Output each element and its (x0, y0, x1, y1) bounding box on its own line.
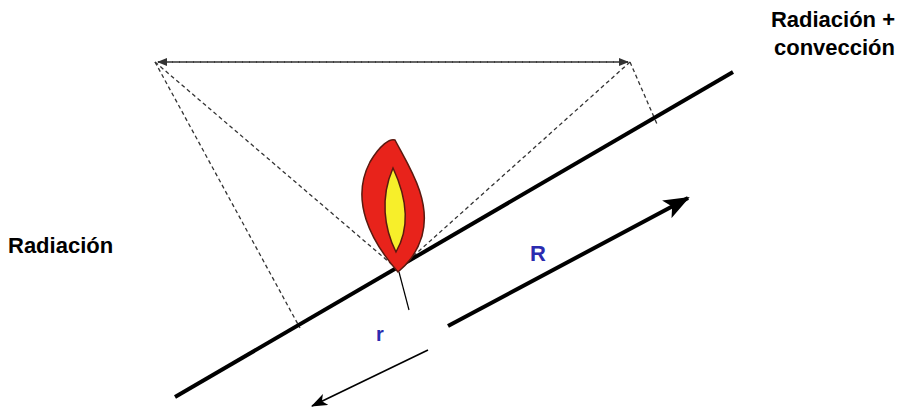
slope-line (175, 72, 733, 397)
rate-label: R (530, 240, 546, 268)
spread-arrow-up (448, 198, 688, 326)
dashed-line (155, 62, 300, 328)
separator-tick (399, 272, 409, 310)
dashed-line (155, 62, 396, 268)
zone-label: Radiación (8, 232, 113, 260)
dashed-line (630, 62, 657, 124)
spread-arrow-down (312, 350, 428, 406)
rate-label: r (376, 322, 384, 347)
flame-outer (362, 140, 424, 272)
dashed-geometry (155, 62, 657, 328)
dashed-width (158, 61, 628, 62)
zone-label: Radiación + convección (745, 6, 895, 61)
flame-inner (385, 168, 405, 252)
dashed-width (158, 61, 628, 62)
dashed-line (400, 62, 630, 268)
